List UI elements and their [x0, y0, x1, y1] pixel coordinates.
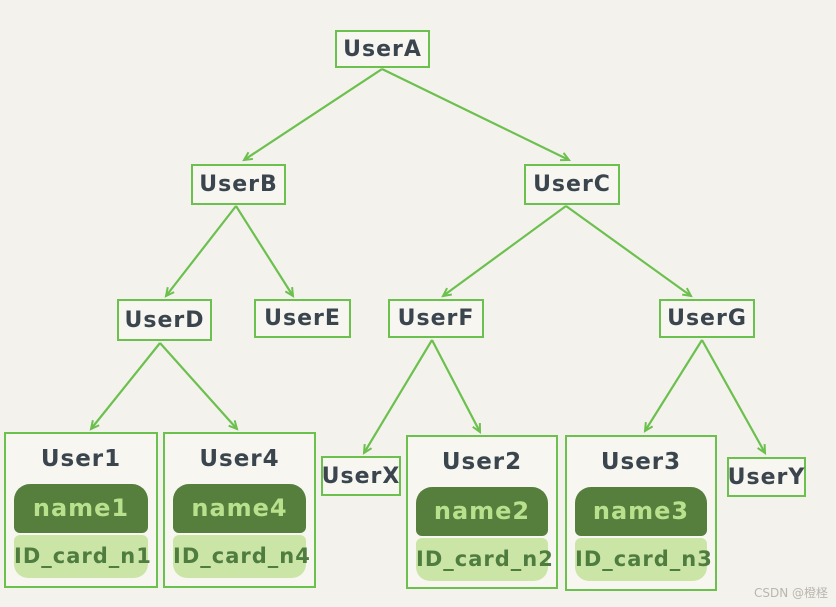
node-userE-label: UserE	[264, 306, 341, 331]
node-userC-label: UserC	[533, 172, 611, 197]
node-userG-label: UserG	[667, 306, 747, 331]
card-user3: User3 name3 ID_card_n3	[565, 435, 717, 591]
card-user4: User4 name4 ID_card_n4	[163, 432, 316, 588]
card-user3-title: User3	[600, 449, 682, 475]
edge-userC-userF	[441, 205, 567, 298]
node-userA: UserA	[335, 30, 430, 68]
node-userF-label: UserF	[397, 306, 475, 331]
node-userD-label: UserD	[124, 307, 205, 333]
card-user2-title: User2	[441, 449, 523, 475]
card-user1-name-pill: name1	[14, 484, 148, 533]
card-user2-idcard-pill: ID_card_n2	[416, 538, 553, 581]
edge-userD-user4	[159, 342, 239, 431]
card-user4-title: User4	[199, 446, 280, 472]
card-user1-idcard-pill: ID_card_n1	[14, 535, 151, 578]
node-userX-label: UserX	[321, 463, 401, 489]
node-userD: UserD	[117, 299, 212, 341]
edge-userB-userE	[235, 205, 295, 298]
node-userG: UserG	[659, 299, 755, 338]
card-user3-name-pill: name3	[575, 487, 707, 536]
card-user2-name-pill: name2	[416, 487, 548, 536]
edge-userA-userB	[242, 68, 383, 162]
node-userF: UserF	[388, 299, 484, 338]
edge-userA-userC	[381, 68, 572, 162]
card-user4-name-pill: name4	[173, 484, 306, 533]
node-userY: UserY	[727, 457, 806, 497]
node-userX: UserX	[321, 456, 401, 496]
card-user4-idcard-pill: ID_card_n4	[173, 535, 310, 578]
card-user1: User1 name1 ID_card_n1	[4, 432, 158, 588]
card-user2: User2 name2 ID_card_n2	[406, 435, 558, 589]
node-userC: UserC	[524, 164, 620, 205]
edge-userF-user2	[431, 339, 482, 434]
node-userB-label: UserB	[199, 172, 278, 197]
node-userE: UserE	[254, 299, 351, 338]
edge-userD-user1	[89, 342, 161, 431]
card-user1-title: User1	[40, 446, 122, 472]
node-userA-label: UserA	[343, 36, 422, 62]
node-userY-label: UserY	[727, 464, 806, 490]
node-userB: UserB	[191, 164, 286, 205]
edge-userC-userG	[565, 205, 693, 298]
edge-userG-user3	[643, 339, 703, 433]
card-user3-idcard-pill: ID_card_n3	[575, 538, 712, 581]
csdn-watermark: CSDN @橙柽	[753, 586, 828, 600]
edge-userB-userD	[164, 205, 237, 298]
